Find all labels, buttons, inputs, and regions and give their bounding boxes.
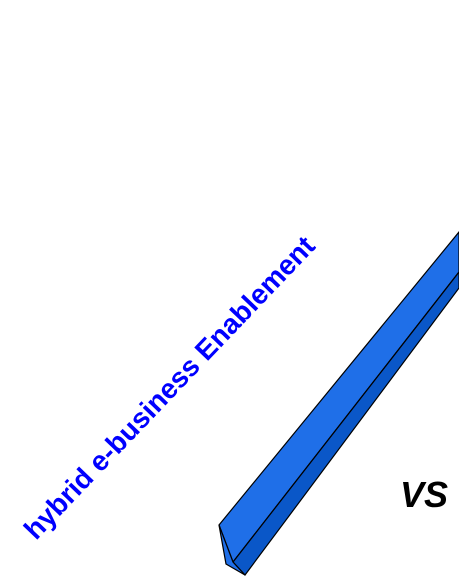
vs-label: VS — [400, 474, 448, 515]
blue-bar-edge — [232, 271, 459, 563]
blue-bar-side-face — [232, 271, 459, 576]
blue-bar-end-cap — [218, 524, 246, 576]
blue-bar — [218, 231, 459, 576]
